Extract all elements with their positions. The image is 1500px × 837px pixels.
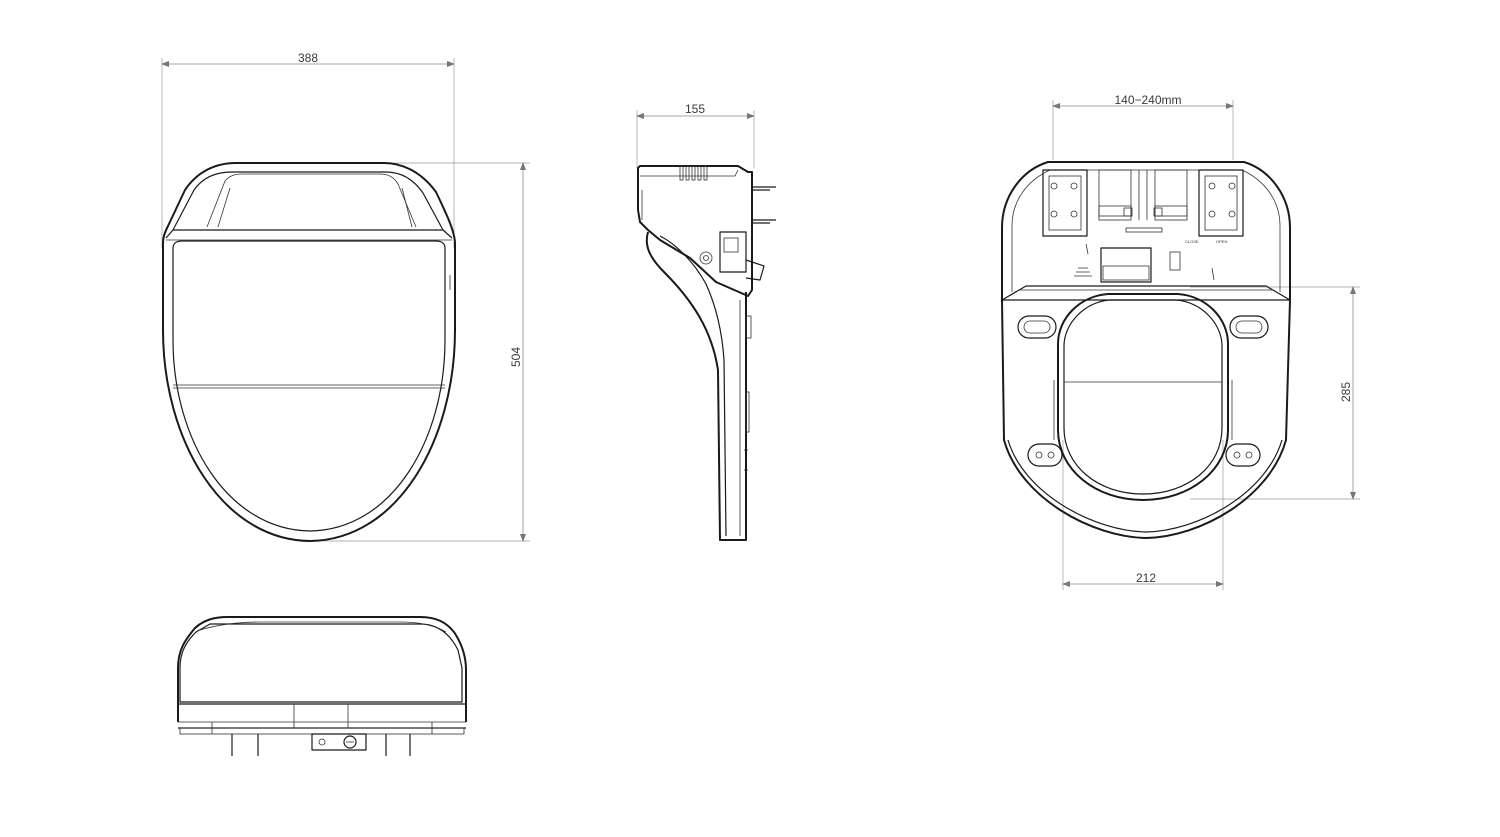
top-view: 388 504 — [161, 51, 530, 542]
seat-width-dimension-label: 212 — [1136, 571, 1156, 585]
bumper-lower-left — [1027, 443, 1063, 467]
seat-length-dimension-label: 285 — [1339, 382, 1353, 402]
lid-outline — [162, 162, 456, 542]
close-label: CLOSE — [1185, 239, 1199, 244]
bumper-upper-left — [1017, 315, 1057, 339]
rear-view — [177, 616, 467, 756]
bottom-view: 140−240mm 285 212 — [1001, 93, 1360, 590]
open-label: OPEN — [1216, 239, 1227, 244]
hinge-plate-left — [1042, 169, 1088, 237]
hinge-plate-right — [1198, 169, 1244, 237]
width-dimension-label: 388 — [298, 51, 318, 65]
depth-dimension-label: 155 — [685, 102, 705, 116]
bumper-upper-right — [1229, 315, 1269, 339]
bolt-span-dimension-label: 140−240mm — [1114, 93, 1181, 107]
side-view: 155 — [636, 102, 776, 541]
vent-slots — [679, 165, 708, 181]
bumper-lower-right — [1225, 443, 1261, 467]
height-dimension-label: 504 — [509, 347, 523, 367]
